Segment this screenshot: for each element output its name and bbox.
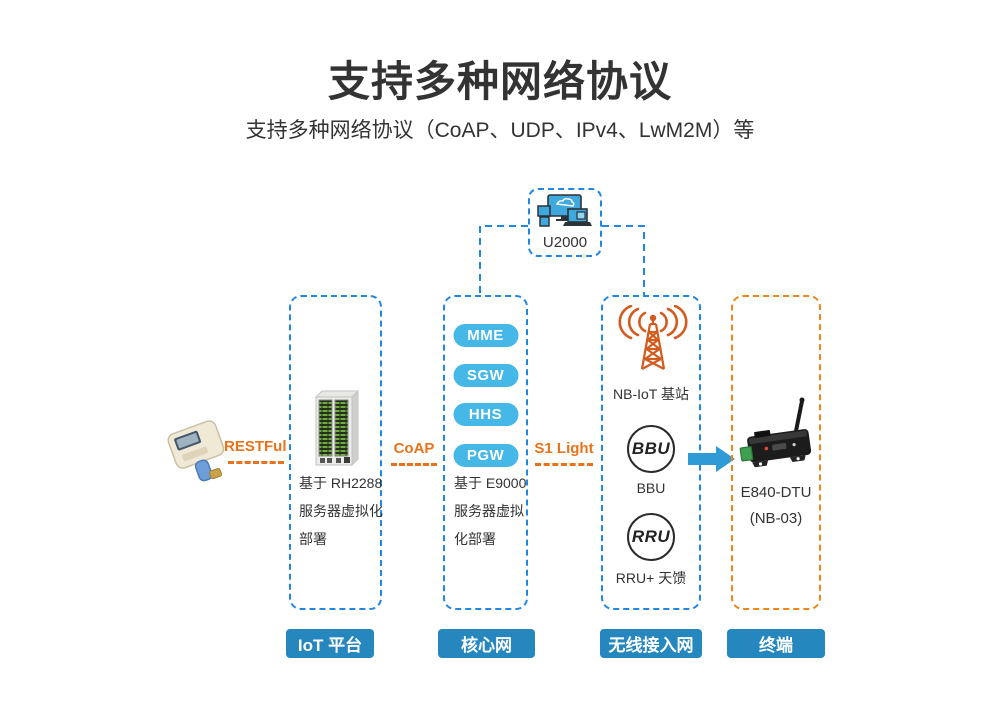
terminal-caption: E840-DTU (NB-03) xyxy=(740,484,812,527)
iot-platform-caption: 基于 RH2288 服务器虚拟化 部署 xyxy=(299,475,383,547)
radio-tower-icon xyxy=(615,305,691,381)
page-title: 支持多种网络协议 xyxy=(327,58,672,105)
dtu-device-icon xyxy=(736,393,820,477)
u2000-node: U2000 xyxy=(528,188,602,257)
bbu-circle: BBU xyxy=(627,425,675,473)
iot-platform-box: 基于 RH2288 服务器虚拟化 部署 xyxy=(289,295,383,610)
mme-pill: MME xyxy=(453,324,518,347)
rru-circle: RRU xyxy=(627,513,675,561)
restful-dash-line xyxy=(228,461,284,464)
s1-light-link-label: S1 Light xyxy=(534,440,594,457)
hhs-pill: HHS xyxy=(453,403,518,426)
footer-label-iot-platform: IoT 平台 xyxy=(286,629,374,658)
s1-light-dash-line xyxy=(535,463,593,466)
u2000-label: U2000 xyxy=(542,234,588,251)
footer-label-terminal: 终端 xyxy=(727,629,825,658)
bbu-label: BBU xyxy=(636,480,666,496)
sgw-pill: SGW xyxy=(453,364,518,387)
core-network-box: MME SGW HHS PGW 基于 E9000 服务器虚拟 化部署 xyxy=(443,295,528,610)
pgw-pill: PGW xyxy=(453,444,518,467)
rru-label: RRU+ 天馈 xyxy=(615,570,687,586)
server-rack-icon xyxy=(310,389,364,471)
terminal-box: E840-DTU (NB-03) xyxy=(731,295,821,610)
water-meter-icon xyxy=(166,416,232,490)
nbiot-station-label: NB-IoT 基站 xyxy=(613,386,689,402)
flow-arrow-icon xyxy=(688,446,736,472)
restful-link-label: RESTFul xyxy=(224,438,287,455)
radio-access-box: NB-IoT 基站 BBU BBU RRU RRU+ 天馈 xyxy=(601,295,701,610)
footer-label-core-network: 核心网 xyxy=(438,629,535,658)
coap-link-label: CoAP xyxy=(393,440,435,457)
coap-dash-line xyxy=(391,463,437,466)
footer-label-radio-access: 无线接入网 xyxy=(600,629,702,658)
core-network-caption: 基于 E9000 服务器虚拟 化部署 xyxy=(454,475,527,547)
computers-icon xyxy=(537,194,593,232)
page-subtitle: 支持多种网络协议（CoAP、UDP、IPv4、LwM2M）等 xyxy=(245,119,755,142)
